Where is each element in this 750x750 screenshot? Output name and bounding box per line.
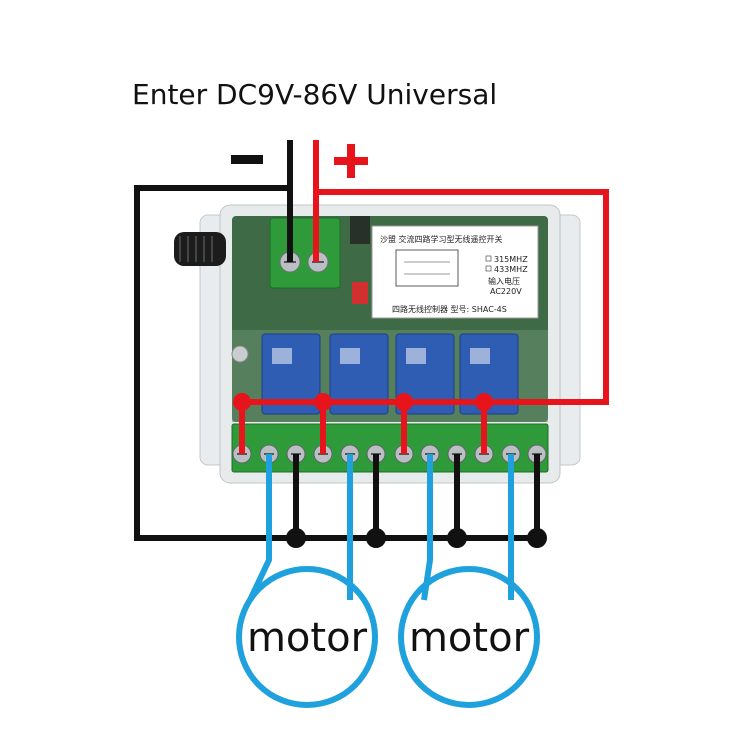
controller-module: 沙盟 交流四路学习型无线遥控开关 315MHZ 433MHZ 输入电压 AC22… bbox=[174, 204, 581, 484]
motor-2-circle bbox=[398, 566, 540, 708]
relays bbox=[261, 333, 519, 415]
output-terminal-strip bbox=[231, 423, 549, 473]
label-header: 沙盟 交流四路学习型无线遥控开关 bbox=[380, 234, 503, 244]
label-voltage: AC220V bbox=[490, 287, 522, 296]
label-voltage-caption: 输入电压 bbox=[488, 276, 520, 286]
positive-main-wire bbox=[242, 189, 609, 405]
label-footer: 四路无线控制器 型号: SHAC-4S bbox=[392, 304, 507, 314]
motor-1-wire-a bbox=[247, 454, 272, 602]
motor-2-label: motor bbox=[409, 615, 530, 661]
negative-junction-4 bbox=[527, 528, 547, 548]
power-signs bbox=[231, 144, 368, 178]
positive-junction-1 bbox=[233, 393, 251, 411]
antenna-coil bbox=[174, 232, 226, 266]
diagram-title: Enter DC9V-86V Universal bbox=[132, 78, 498, 111]
negative-junction-1 bbox=[286, 528, 306, 548]
board-chip bbox=[350, 216, 370, 244]
negative-junction-2 bbox=[366, 528, 386, 548]
plus-sign-vertical bbox=[347, 144, 355, 178]
minus-sign bbox=[231, 155, 263, 164]
negative-main-wire bbox=[134, 140, 543, 541]
negative-junction-3 bbox=[447, 528, 467, 548]
board-red-component bbox=[352, 282, 368, 304]
module-label-sticker: 沙盟 交流四路学习型无线遥控开关 315MHZ 433MHZ 输入电压 AC22… bbox=[371, 225, 539, 319]
positive-junction-3 bbox=[395, 393, 413, 411]
positive-junction-2 bbox=[314, 393, 332, 411]
label-freq-315: 315MHZ bbox=[494, 255, 528, 264]
motor-1-circle bbox=[236, 566, 378, 708]
power-terminal-block bbox=[269, 217, 341, 289]
motor-2: motor bbox=[398, 566, 540, 708]
label-freq-433: 433MHZ bbox=[494, 265, 528, 274]
motor-1: motor bbox=[236, 566, 378, 708]
positive-junction-4 bbox=[475, 393, 493, 411]
learn-button bbox=[231, 345, 249, 363]
motor-1-label: motor bbox=[247, 615, 368, 661]
